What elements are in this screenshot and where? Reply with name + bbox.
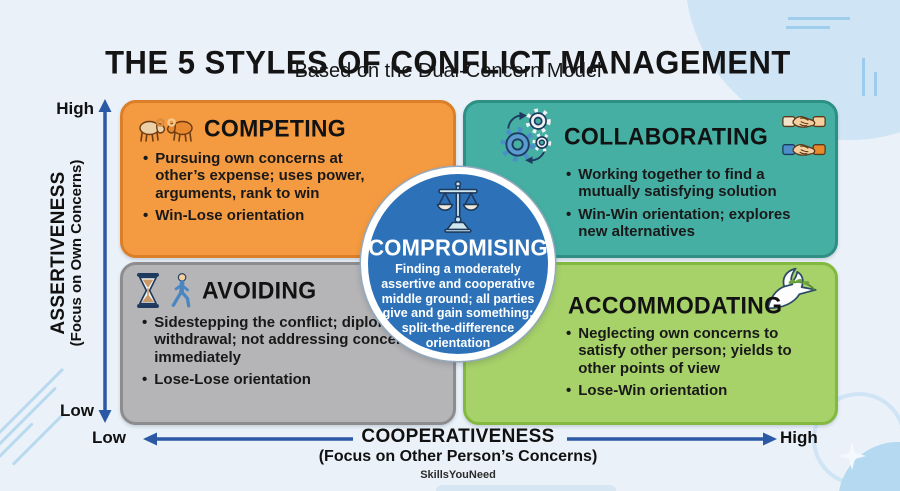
list-item: • Neglecting own concerns to satisfy oth… (566, 325, 828, 377)
sparkle-icon (838, 442, 866, 470)
list-item: • Sidestepping the conflict; diplomatic … (142, 314, 426, 366)
bullet-marker: • (566, 205, 572, 223)
bullet-text: Lose-Win orientation (578, 382, 728, 400)
avoiding-title: AVOIDING (202, 276, 317, 304)
collaborating-title: COLLABORATING (564, 121, 769, 150)
page-title: THE 5 STYLES OF CONFLICT MANAGEMENT (105, 43, 791, 81)
competing-bullets: • Pursuing own concerns at other’s expen… (143, 150, 387, 225)
decor-diagonal-line (0, 386, 57, 474)
x-axis-label: COOPERATIVENESS (361, 426, 555, 447)
list-item: • Pursuing own concerns at other’s expen… (143, 150, 387, 202)
competing-title: COMPETING (204, 113, 346, 142)
walking-person-icon (170, 273, 192, 308)
accommodating-quadrant: ACCOMMODATING • Neglecting own concerns … (463, 262, 838, 425)
accommodating-title: ACCOMMODATING (568, 291, 783, 319)
list-item: • Win-Win orientation; explores new alte… (566, 206, 806, 241)
decor-diagonal-line (0, 422, 34, 491)
accommodating-header: ACCOMMODATING (466, 265, 835, 321)
dove-olive-branch-icon (759, 267, 829, 317)
bullet-text: Sidestepping the conflict; diplomatic wi… (154, 314, 420, 366)
bullet-marker: • (566, 325, 572, 342)
cooperativeness-axis-arrow-left (143, 432, 353, 446)
list-item: • Win-Lose orientation (143, 207, 387, 224)
accommodating-bullets: • Neglecting own concerns to satisfy oth… (566, 325, 828, 400)
competing-quadrant: COMPETING • Pursuing own concerns at oth… (120, 100, 456, 258)
bullet-marker: • (566, 166, 572, 183)
bullet-marker: • (142, 314, 148, 331)
bullet-marker: • (142, 371, 148, 389)
cooperativeness-axis-arrow-right (567, 432, 777, 446)
bullet-marker: • (143, 207, 149, 225)
handshake-icon (782, 136, 826, 162)
page-subtitle: Based on the Dual-Concern Model (294, 60, 602, 82)
y-axis-label: ASSERTIVENESS (48, 171, 69, 335)
list-item: • Lose-Lose orientation (142, 371, 426, 388)
bullet-text: Neglecting own concerns to satisfy other… (578, 325, 792, 377)
y-axis-sublabel: (Focus on Own Concerns) (68, 159, 86, 347)
list-item: • Lose-Win orientation (566, 382, 828, 399)
decor-bar-bottom (436, 485, 616, 491)
handshake-icons (782, 108, 826, 162)
y-axis-low-label: Low (60, 401, 94, 420)
competing-header: COMPETING (123, 103, 453, 146)
collaborating-header: COLLABORATING (466, 103, 835, 164)
y-axis-title: ASSERTIVENESS (Focus on Own Concerns) (48, 143, 92, 363)
x-axis-low-label: Low (92, 428, 126, 447)
bullet-text: Lose-Lose orientation (154, 371, 311, 389)
compromising-description: Finding a moderately assertive and coope… (381, 262, 535, 350)
x-axis-high-label: High (780, 428, 818, 447)
decor-circle-bottom-right (838, 442, 900, 491)
handshake-icon (782, 108, 826, 134)
list-item: • Working together to find a mutually sa… (566, 166, 806, 201)
balance-scale-icon (434, 180, 482, 234)
bullet-marker: • (143, 150, 149, 167)
rams-butting-heads-icon (138, 112, 194, 144)
avoiding-bullets: • Sidestepping the conflict; diplomatic … (142, 314, 426, 389)
brand-credit: SkillsYouNeed (420, 469, 496, 481)
bullet-text: Win-Lose orientation (155, 207, 305, 225)
collaborating-bullets: • Working together to find a mutually sa… (566, 166, 806, 241)
bullet-marker: • (566, 382, 572, 400)
hourglass-icon (136, 273, 160, 308)
x-axis-sublabel: (Focus on Other Person’s Concerns) (318, 448, 598, 465)
decor-diagonal-line (11, 414, 64, 466)
decor-line (788, 17, 850, 20)
compromising-title: COMPROMISING (368, 234, 548, 261)
assertiveness-axis-arrow (98, 99, 112, 423)
compromising-circle: COMPROMISING Finding a moderately assert… (361, 167, 555, 361)
bullet-text: Win-Win orientation; explores new altern… (578, 205, 791, 241)
bullet-text: Pursuing own concerns at other’s expense… (155, 150, 365, 202)
bullet-text: Working together to find a mutually sati… (578, 166, 777, 201)
gears-icon (498, 108, 554, 164)
y-axis-high-label: High (56, 99, 94, 118)
avoiding-header: AVOIDING (123, 265, 453, 310)
decor-line (786, 26, 830, 29)
